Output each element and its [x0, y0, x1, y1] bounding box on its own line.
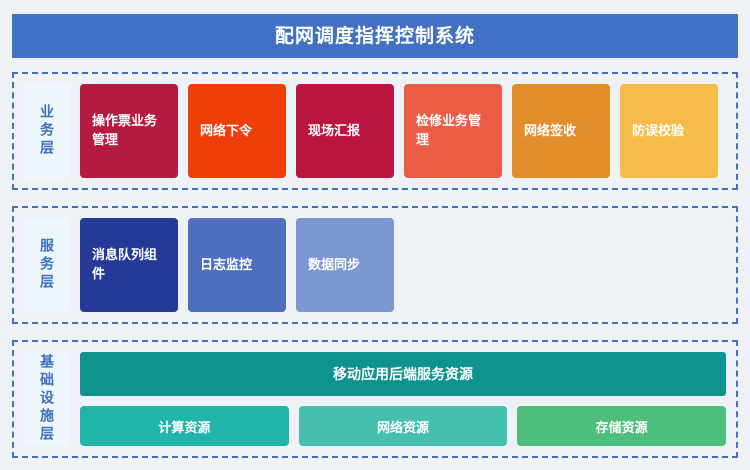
- card-business-0[interactable]: 操作票业务管理: [80, 84, 178, 178]
- card-business-2[interactable]: 现场汇报: [296, 84, 394, 178]
- card-service-1[interactable]: 日志监控: [188, 218, 286, 312]
- infrastructure-resource-row: 计算资源 网络资源 存储资源: [80, 406, 727, 446]
- card-infrastructure-wide[interactable]: 移动应用后端服务资源: [80, 352, 726, 396]
- card-business-3[interactable]: 检修业务管理: [404, 84, 502, 178]
- layer-business-cards: 操作票业务管理 网络下令 现场汇报 检修业务管理 网络签收 防误校验: [80, 84, 726, 178]
- card-infrastructure-0[interactable]: 计算资源: [80, 406, 289, 446]
- card-service-0-label: 消息队列组件: [92, 247, 158, 281]
- layer-label-infrastructure: 基础设施层: [24, 352, 70, 446]
- layer-label-business-text: 业务层: [39, 104, 56, 158]
- layer-service: 服务层 消息队列组件 日志监控 数据同步: [12, 206, 738, 324]
- card-business-2-label: 现场汇报: [308, 122, 361, 138]
- card-business-1[interactable]: 网络下令: [188, 84, 286, 178]
- layer-label-service-text: 服务层: [39, 238, 56, 292]
- card-infrastructure-2-label: 存储资源: [595, 419, 648, 435]
- card-business-1-label: 网络下令: [200, 122, 253, 138]
- card-business-4[interactable]: 网络签收: [512, 84, 610, 178]
- layer-service-cards: 消息队列组件 日志监控 数据同步: [80, 218, 726, 312]
- card-business-4-label: 网络签收: [524, 122, 577, 138]
- app-header: 配网调度指挥控制系统: [12, 14, 738, 58]
- card-business-3-label: 检修业务管理: [416, 113, 482, 147]
- card-business-5-label: 防误校验: [632, 122, 685, 138]
- page-title: 配网调度指挥控制系统: [274, 25, 475, 47]
- card-service-1-label: 日志监控: [200, 256, 253, 272]
- layer-infrastructure: 基础设施层 移动应用后端服务资源 计算资源 网络资源 存储资源: [12, 340, 738, 458]
- layer-business: 业务层 操作票业务管理 网络下令 现场汇报 检修业务管理 网络签收 防误校验: [12, 72, 738, 190]
- layer-label-service: 服务层: [24, 218, 70, 312]
- card-infrastructure-1[interactable]: 网络资源: [298, 406, 508, 446]
- card-infrastructure-wide-label: 移动应用后端服务资源: [333, 366, 473, 382]
- card-service-0[interactable]: 消息队列组件: [80, 218, 178, 312]
- card-service-2-label: 数据同步: [308, 256, 361, 272]
- card-business-5[interactable]: 防误校验: [620, 84, 718, 178]
- layer-infrastructure-cards: 移动应用后端服务资源 计算资源 网络资源 存储资源: [80, 352, 727, 446]
- layer-label-business: 业务层: [24, 84, 70, 178]
- card-business-0-label: 操作票业务管理: [92, 113, 158, 147]
- layer-label-infrastructure-text: 基础设施层: [39, 354, 56, 444]
- card-infrastructure-2[interactable]: 存储资源: [517, 406, 727, 446]
- card-infrastructure-0-label: 计算资源: [158, 419, 211, 435]
- card-infrastructure-1-label: 网络资源: [377, 419, 430, 435]
- card-service-2[interactable]: 数据同步: [296, 218, 394, 312]
